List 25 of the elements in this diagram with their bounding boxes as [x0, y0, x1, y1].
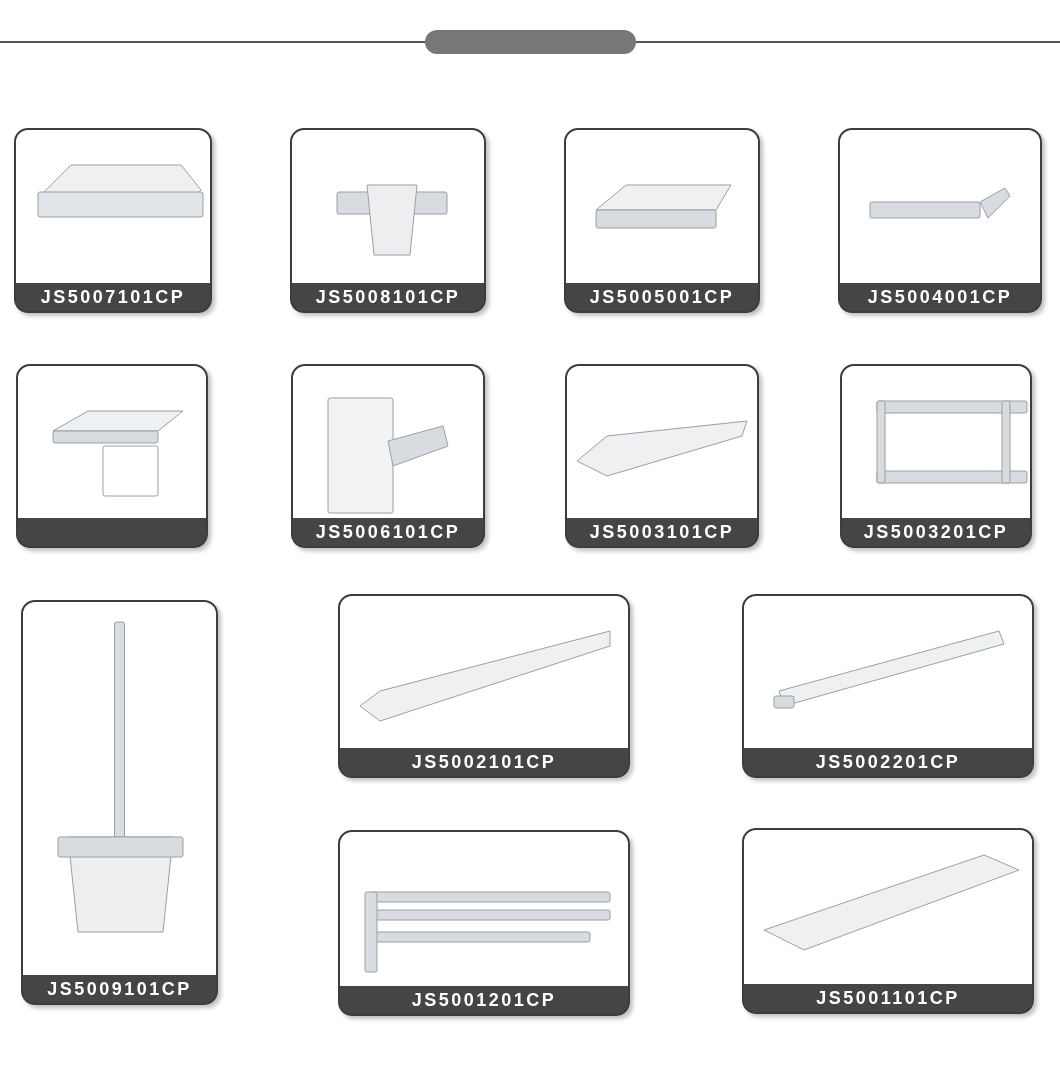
product-card: [21, 600, 218, 1005]
model-number: JS5001201CP: [411, 989, 557, 1011]
product-card: [742, 594, 1034, 778]
product-card: [16, 364, 208, 548]
product-card: [338, 594, 630, 778]
model-number: JS5002101CP: [411, 751, 557, 773]
model-number: JS5002201CP: [815, 751, 961, 773]
model-number: JS5008101CP: [315, 286, 461, 308]
product-card: [838, 128, 1042, 313]
model-number: JS5004001CP: [867, 286, 1013, 308]
model-number: JS5007101CP: [40, 286, 186, 308]
product-card: [742, 828, 1034, 1014]
product-card: [338, 830, 630, 1016]
product-card: [290, 128, 486, 313]
product-card: [840, 364, 1032, 548]
product-card: [565, 364, 759, 548]
model-number: JS5003201CP: [863, 521, 1009, 543]
model-number: JS5005001CP: [589, 286, 735, 308]
product-card: [14, 128, 212, 313]
product-card: [291, 364, 485, 548]
model-number: JS5006101CP: [315, 521, 461, 543]
model-number: JS5003101CP: [589, 521, 735, 543]
product-card: [564, 128, 760, 313]
model-number: JS5009101CP: [47, 978, 192, 1000]
model-number: JS5001101CP: [816, 987, 960, 1009]
